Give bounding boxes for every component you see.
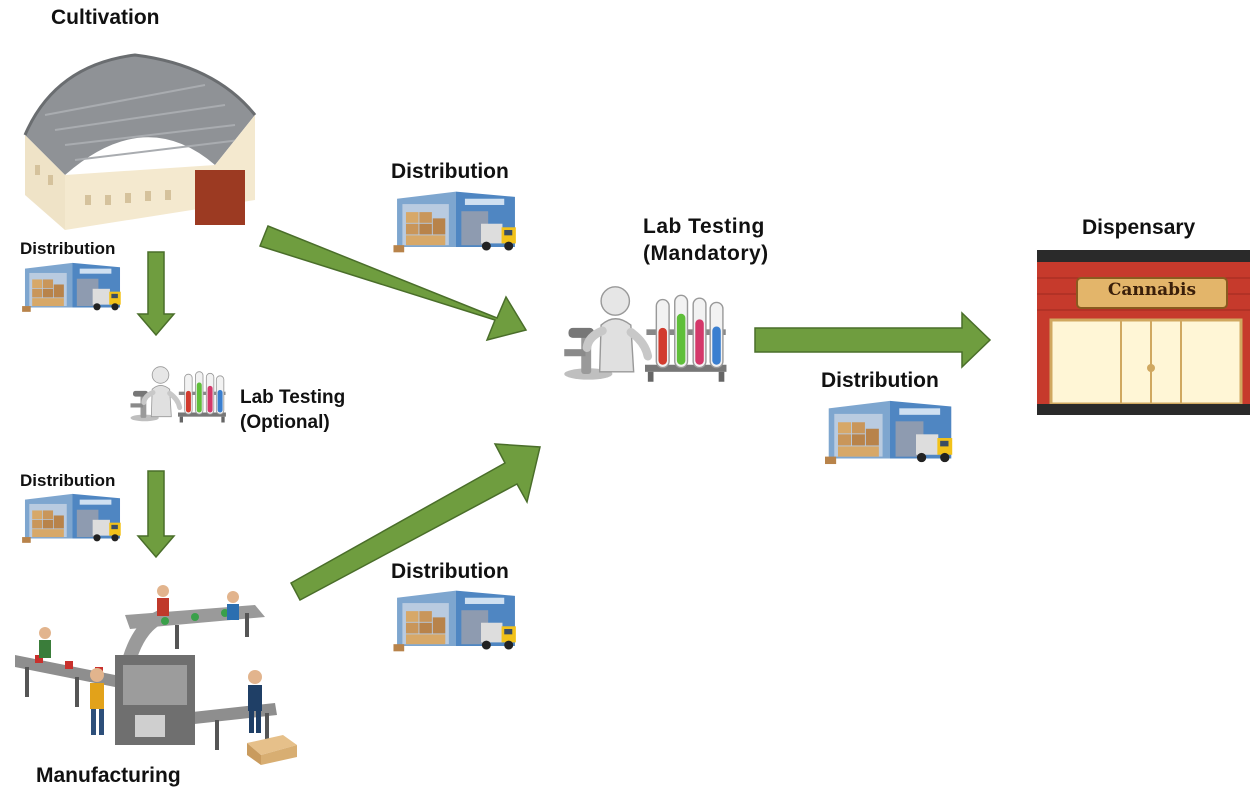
store-sign-text: Cannabis [1107, 280, 1197, 300]
lab-optional-line2: (Optional) [240, 412, 330, 433]
arrow-down-icon [136, 470, 176, 559]
distribution-label-center-top: Distribution [391, 160, 509, 183]
lab-mandatory-line2: (Mandatory) [643, 242, 769, 265]
distribution-label-right: Distribution [821, 369, 939, 392]
manufacturing-label: Manufacturing [36, 764, 181, 787]
distribution-label-left-top: Distribution [20, 239, 116, 258]
dispensary-label: Dispensary [1082, 216, 1196, 239]
distribution-label-left-mid: Distribution [20, 471, 116, 490]
arrow-down-icon [136, 251, 176, 337]
lab-mandatory-line1: Lab Testing [643, 215, 765, 238]
lab-optional-label: Lab Testing (Optional) [240, 385, 345, 435]
storefront-icon: Cannabis [1037, 250, 1250, 415]
distribution-label-center-bottom: Distribution [391, 560, 509, 583]
lab-mandatory-label: Lab Testing (Mandatory) [643, 213, 769, 267]
arrow-right-icon [754, 311, 992, 369]
cultivation-label: Cultivation [51, 6, 160, 29]
arrow-diagonal-icon [289, 443, 541, 602]
lab-optional-line1: Lab Testing [240, 387, 346, 408]
greenhouse-building-icon [15, 45, 260, 235]
assembly-line-icon [15, 585, 315, 765]
arrow-diagonal-icon [259, 225, 528, 342]
